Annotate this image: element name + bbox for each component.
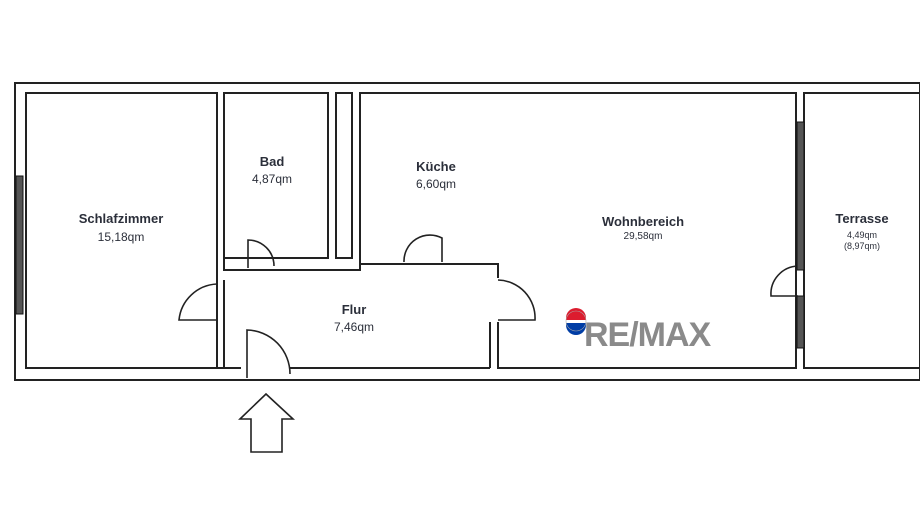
- door-entrance: [246, 329, 291, 378]
- window-terrasse-lower: [796, 295, 805, 349]
- remax-wordmark: RE/MAX: [584, 316, 712, 354]
- door-terrasse: [770, 265, 799, 297]
- room-name-terrasse: Terrasse: [835, 211, 888, 226]
- room-bad-walls: [223, 92, 329, 259]
- entrance-arrow-icon: [238, 392, 296, 453]
- room-area-terrasse: 4,49qm: [847, 230, 877, 240]
- room-area-terrasse-alt: (8,97qm): [844, 241, 880, 251]
- door-kueche: [403, 234, 443, 263]
- window-terrasse-upper: [796, 121, 805, 271]
- room-name-schlafzimmer: Schlafzimmer: [79, 211, 164, 226]
- shaft: [335, 92, 353, 259]
- room-living-walls: [359, 92, 797, 369]
- room-area-flur: 7,46qm: [334, 320, 374, 334]
- window-schlafzimmer: [15, 175, 24, 315]
- balloon-icon: [565, 308, 587, 335]
- room-area-wohnbereich: 29,58qm: [624, 231, 663, 242]
- remax-logo: RE/MAX: [565, 308, 713, 354]
- room-name-flur: Flur: [342, 302, 367, 317]
- outer-walls: [14, 82, 920, 381]
- room-area-kueche: 6,60qm: [416, 177, 456, 191]
- room-name-bad: Bad: [260, 154, 285, 169]
- door-schlafzimmer: [178, 283, 218, 321]
- room-name-kueche: Küche: [416, 159, 456, 174]
- door-bad: [247, 239, 275, 268]
- door-wohnbereich: [497, 279, 536, 321]
- room-area-schlafzimmer: 15,18qm: [98, 230, 145, 244]
- room-area-bad: 4,87qm: [252, 172, 292, 186]
- room-name-wohnbereich: Wohnbereich: [602, 214, 684, 229]
- corridor-walls: [15, 258, 920, 381]
